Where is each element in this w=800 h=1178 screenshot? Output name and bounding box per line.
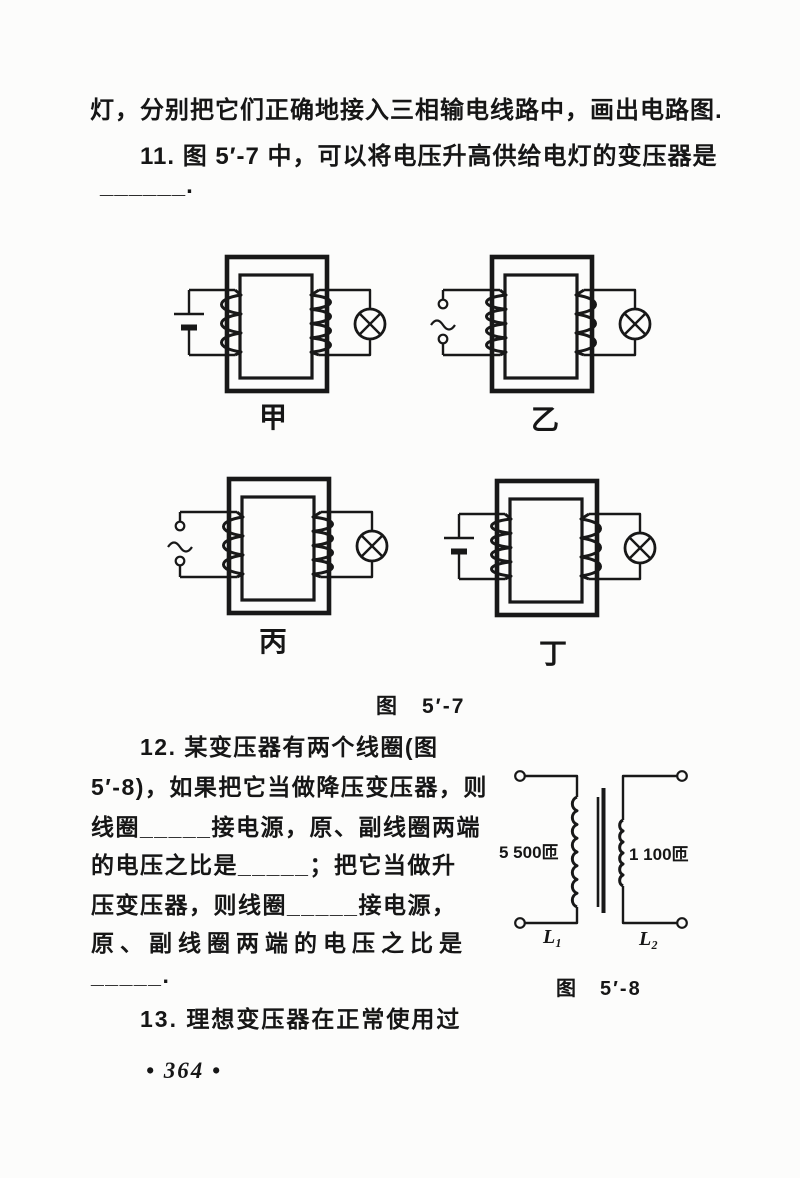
lamp-icon xyxy=(355,529,389,563)
ac-terminal xyxy=(174,520,186,532)
question-11-blank: ______. xyxy=(100,172,194,199)
coil-l1-label: L₁ xyxy=(543,926,563,948)
terminal xyxy=(514,917,526,929)
ac-terminal xyxy=(437,298,449,310)
iron-core xyxy=(494,478,600,618)
lamp-icon xyxy=(353,307,387,341)
ac-terminal xyxy=(174,555,186,567)
question-13-text: 13. 理想变压器在正常使用过 xyxy=(140,1006,462,1032)
figure-5-8-caption: 图 5′-8 xyxy=(556,978,642,1000)
diagram-label-yi: 乙 xyxy=(530,404,559,435)
terminal xyxy=(514,770,526,782)
transformer-circuit-jia-diagram xyxy=(174,254,387,394)
transformer-circuit-ding-diagram xyxy=(444,478,657,618)
terminal xyxy=(676,917,688,929)
page-number: • 364 • xyxy=(146,1058,223,1083)
lamp-icon xyxy=(623,531,657,565)
iron-core xyxy=(224,254,330,394)
coil-l2-label: L₂ xyxy=(639,928,659,950)
question-12-line-5: 压变压器，则线圈_____接电源， xyxy=(91,892,457,918)
question-12-line-1: 12. 某变压器有两个线圈(图 xyxy=(140,734,439,760)
primary-turns-label: 5 500匝 xyxy=(499,843,559,862)
question-12-line-2: 5′-8)，如果把它当做降压变压器，则 xyxy=(91,774,488,800)
figure-5-7-caption: 图 5′-7 xyxy=(376,695,466,718)
terminal xyxy=(676,770,688,782)
diagram-label-ding: 丁 xyxy=(538,638,567,669)
transformer-circuit-bing-diagram xyxy=(167,476,389,616)
secondary-turns-label: 1 100匝 xyxy=(629,845,689,864)
intro-text: 灯，分别把它们正确地接入三相输电线路中，画出电路图. xyxy=(90,97,723,124)
iron-core xyxy=(489,254,595,394)
question-11-text: 11. 图 5′-7 中，可以将电压升高供给电灯的变压器是 xyxy=(140,143,718,170)
question-12-line-4: 的电压之比是_____；把它当做升 xyxy=(91,852,457,878)
question-12-line-7: _____. xyxy=(91,962,171,988)
diagram-label-jia: 甲 xyxy=(258,402,287,433)
two-coil-transformer-diagram xyxy=(514,770,688,929)
ac-terminal xyxy=(437,333,449,345)
lamp-icon xyxy=(618,307,652,341)
diagram-label-bing: 丙 xyxy=(258,626,287,657)
question-12-line-3: 线圈_____接电源，原、副线圈两端 xyxy=(91,814,481,840)
transformer-circuit-yi-diagram xyxy=(430,254,652,394)
question-12-line-6: 原、副线圈两端的电压之比是 xyxy=(91,930,468,956)
iron-core xyxy=(226,476,332,616)
